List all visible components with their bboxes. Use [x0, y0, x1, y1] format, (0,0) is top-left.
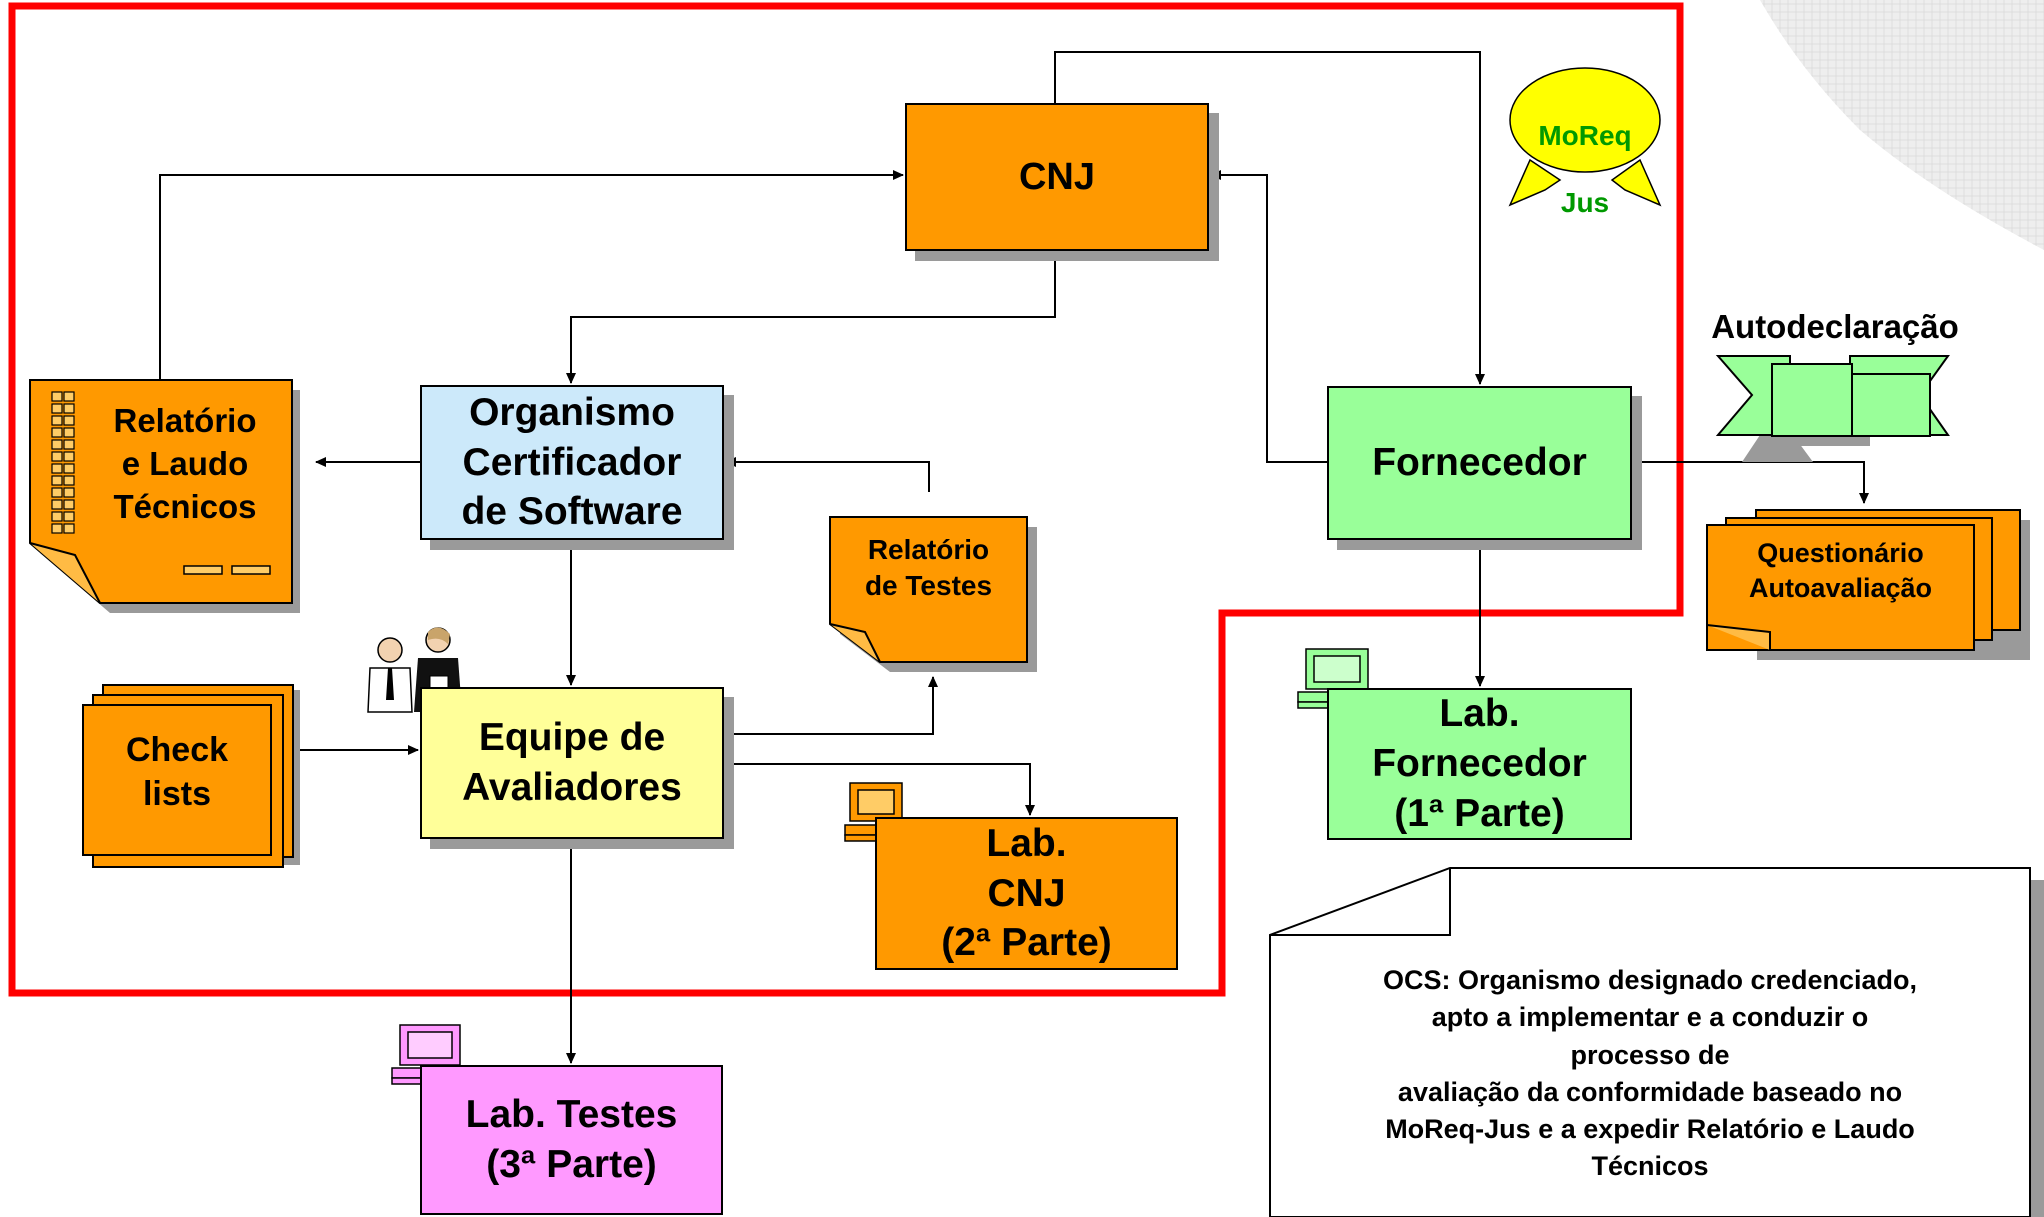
moreq-jus-badge	[1508, 67, 1662, 207]
checklist-icon	[51, 391, 75, 534]
cnj-label: CNJ	[1018, 155, 1096, 198]
badge-line-1: MoReq	[1538, 119, 1632, 151]
cnj-scope-boundary	[8, 2, 1684, 997]
people-icon	[367, 627, 462, 713]
checklists-stack	[82, 684, 300, 868]
texture-corner-icon	[1760, 0, 2044, 250]
questionario-stack	[1706, 509, 2030, 660]
relatorio-testes-document	[829, 516, 1037, 672]
ocs-note-text: OCS: Organismo designado credenciado, ap…	[1382, 965, 1918, 1182]
fornecedor-label: Fornecedor	[1372, 441, 1587, 485]
lab-fornecedor-label: Lab. Fornecedor (1ª Parte)	[1372, 692, 1587, 835]
relatorio-laudo-document	[29, 379, 300, 613]
ocs-note	[1269, 867, 2044, 1217]
lab-cnj-box: Lab. CNJ (2ª Parte)	[875, 817, 1178, 970]
equipe-label: Equipe de Avaliadores	[462, 716, 682, 809]
connectors	[159, 51, 1869, 1064]
ocs-box: Organismo Certificador de Software	[420, 385, 724, 540]
equipe-box: Equipe de Avaliadores	[420, 687, 724, 839]
lab-testes-box: Lab. Testes (3ª Parte)	[420, 1065, 723, 1215]
ocs-label: Organismo Certificador de Software	[461, 390, 683, 534]
lab-cnj-label: Lab. CNJ (2ª Parte)	[941, 821, 1112, 965]
autodeclaracao-label: Autodeclaração	[1711, 308, 1959, 345]
checklists-label: Check lists	[125, 731, 229, 814]
badge-line-2: Jus	[1560, 186, 1610, 218]
relatorio-testes-label: Relatório de Testes	[864, 534, 993, 602]
fornecedor-box: Fornecedor	[1327, 386, 1632, 540]
lab-testes-label: Lab. Testes (3ª Parte)	[465, 1093, 678, 1186]
relatorio-laudo-label: Relatório e Laudo Técnicos	[113, 402, 257, 525]
moreq-jus-badge-label: MoReq Jus	[1510, 85, 1660, 253]
cnj-box: CNJ	[905, 103, 1209, 251]
ribbon-banner-icon	[1715, 355, 1950, 462]
questionario-label: Questionário Autoavaliação	[1748, 538, 1933, 604]
lab-fornecedor-box: Lab. Fornecedor (1ª Parte)	[1327, 688, 1632, 840]
